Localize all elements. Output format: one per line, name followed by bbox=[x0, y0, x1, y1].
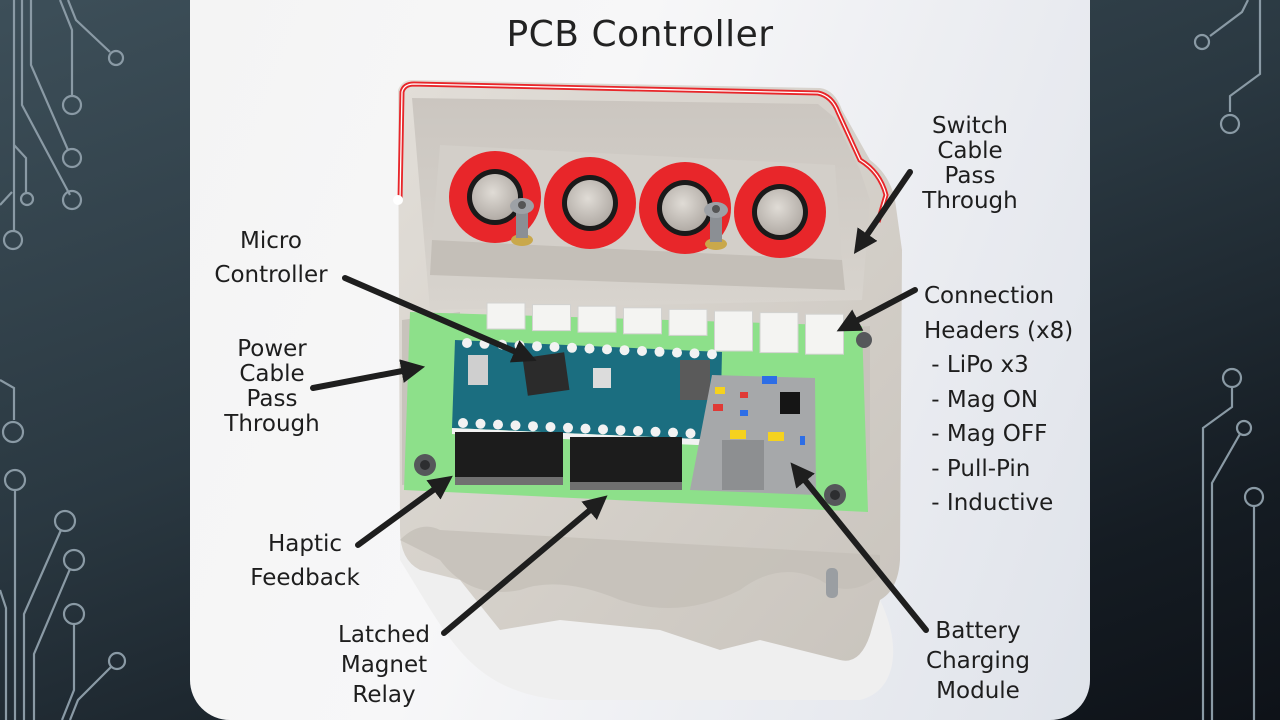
label-line: Module bbox=[936, 678, 1020, 704]
header-pin bbox=[510, 420, 521, 431]
label-line: Magnet bbox=[340, 652, 428, 678]
label-line: Pass bbox=[944, 163, 996, 189]
header-pin bbox=[493, 419, 503, 430]
header-pin bbox=[619, 345, 630, 356]
label-connection-headers: Connection Headers (x8) - LiPo x3 - Mag … bbox=[924, 279, 1073, 521]
header-pin bbox=[602, 344, 612, 355]
label-line: Switch bbox=[931, 113, 1009, 139]
label-line: Relay bbox=[352, 682, 416, 708]
label-latched-magnet-relay: Latched Magnet Relay bbox=[328, 620, 440, 710]
label-line: Headers (x8) bbox=[924, 317, 1074, 344]
header-pin bbox=[545, 422, 556, 432]
arrow-switch-cable bbox=[853, 169, 913, 254]
label-micro-controller: Micro Controller bbox=[206, 224, 336, 292]
header-pin bbox=[654, 346, 665, 357]
header-pin bbox=[685, 428, 696, 439]
bolt bbox=[826, 568, 838, 598]
header-item-inductive: - Inductive bbox=[924, 490, 1054, 516]
arrow-haptic bbox=[355, 475, 453, 548]
arrow-relay bbox=[441, 495, 608, 636]
screw-2 bbox=[704, 202, 728, 250]
jst-header bbox=[759, 312, 799, 354]
label-haptic-feedback: Haptic Feedback bbox=[240, 527, 370, 595]
screw-1 bbox=[510, 198, 534, 246]
relay-1 bbox=[455, 432, 563, 477]
header-item-mag-off: - Mag OFF bbox=[924, 421, 1048, 447]
label-line: Cable bbox=[239, 361, 305, 387]
header-item-lipo: - LiPo x3 bbox=[924, 352, 1029, 378]
arrow-connection-headers bbox=[836, 287, 918, 332]
label-line: Cable bbox=[937, 138, 1003, 164]
relay-2 bbox=[570, 437, 682, 482]
header-pin bbox=[563, 422, 573, 433]
header-pin bbox=[633, 426, 643, 436]
label-line: Haptic bbox=[267, 531, 343, 557]
header-pin bbox=[672, 347, 682, 358]
label-line: Power bbox=[237, 336, 307, 362]
magnet-3 bbox=[639, 162, 731, 254]
label-line: Controller bbox=[214, 262, 328, 288]
arrow-power-cable bbox=[310, 359, 426, 391]
label-line: Pass bbox=[246, 386, 298, 412]
header-item-mag-on: - Mag ON bbox=[924, 386, 1039, 413]
header-pin bbox=[637, 346, 647, 356]
header-pin bbox=[458, 418, 468, 428]
header-pin bbox=[580, 423, 591, 434]
jst-header bbox=[623, 307, 662, 335]
arrow-charging bbox=[790, 462, 929, 633]
jst-header bbox=[486, 302, 526, 330]
header-pin bbox=[462, 338, 472, 348]
label-line: Micro bbox=[240, 228, 302, 254]
header-pin bbox=[584, 343, 595, 354]
header-pin bbox=[567, 342, 577, 353]
jst-header bbox=[668, 308, 708, 336]
label-line: Charging bbox=[926, 648, 1030, 674]
header-pin bbox=[707, 349, 717, 360]
callout-arrows bbox=[310, 169, 929, 636]
jst-header bbox=[577, 305, 617, 333]
label-line: Through bbox=[224, 411, 320, 437]
header-pin bbox=[549, 342, 560, 352]
label-line: Latched bbox=[338, 622, 430, 648]
magnet-2 bbox=[544, 157, 636, 249]
magnet-4 bbox=[734, 166, 826, 258]
jst-header bbox=[805, 313, 844, 355]
header-pin bbox=[598, 424, 608, 435]
arrow-micro-controller bbox=[342, 275, 537, 363]
label-line: Through bbox=[922, 188, 1018, 214]
label-battery-charging-module: Battery Charging Module bbox=[920, 616, 1036, 706]
label-line: Connection bbox=[924, 283, 1055, 309]
label-line: Battery bbox=[935, 618, 1021, 644]
label-line: Feedback bbox=[250, 565, 360, 591]
header-pin bbox=[650, 426, 661, 437]
header-pin bbox=[528, 421, 538, 432]
header-pin bbox=[615, 425, 626, 436]
label-power-cable: Power Cable Pass Through bbox=[222, 337, 322, 437]
label-switch-cable: Switch Cable Pass Through bbox=[922, 114, 1018, 214]
slide-title: PCB Controller bbox=[506, 14, 774, 55]
charging-module bbox=[690, 375, 816, 495]
jst-header bbox=[532, 304, 571, 332]
header-pin bbox=[668, 427, 678, 438]
header-pin bbox=[689, 348, 700, 359]
header-pin bbox=[532, 341, 542, 352]
header-item-pull-pin: - Pull-Pin bbox=[924, 455, 1031, 482]
header-pin bbox=[475, 418, 486, 429]
jst-header bbox=[714, 310, 753, 352]
